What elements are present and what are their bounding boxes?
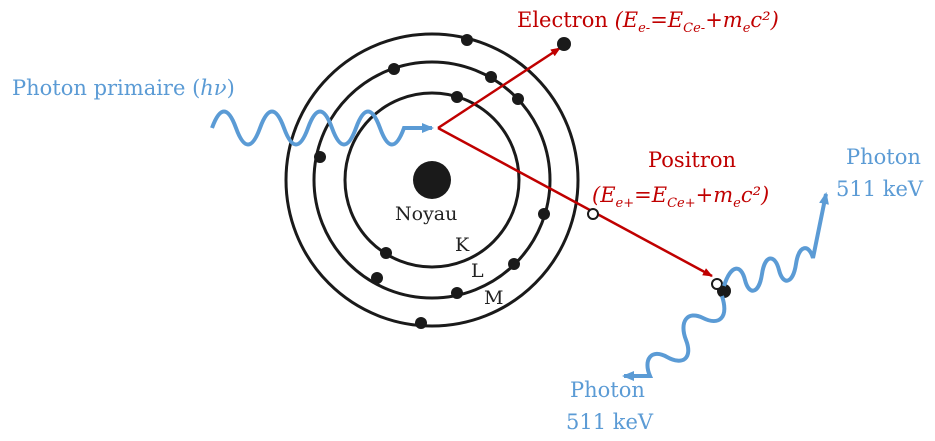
primary-photon-energy: hν [200,76,227,100]
shell-m-orbit [284,32,580,328]
positron-marker [587,208,599,220]
electron-plus: +m [705,8,743,32]
electron-label: Electron (Ee-=ECe-+mec²) [517,8,779,36]
shell-k-orbit [343,91,521,269]
electron-sub3: e [742,21,751,37]
electron-formula: (E [614,8,639,32]
electron-dot [508,258,520,270]
electron-dot [512,93,524,105]
electron-c2: c²) [750,8,779,32]
primary-photon-prefix: Photon primaire ( [12,76,201,100]
electron-dot [371,272,383,284]
positron-sub1: e+ [615,196,635,212]
positron-sub3: e [733,196,741,212]
shell-l-orbit [312,60,552,300]
electron-word: Electron [517,8,608,32]
nucleus-label: Noyau [395,203,458,225]
electron-dot [451,287,463,299]
electron-dot [485,71,497,83]
electron-dot [380,247,392,259]
annihilation-photon-lower-wave [622,295,727,381]
photon-bottom-label-2: 511 keV [566,410,654,434]
primary-photon-wave [210,109,434,147]
positron-c2: c²) [740,183,770,207]
electron-dot [415,317,427,329]
shell-k-label: K [455,234,470,256]
primary-photon-suffix: ) [226,76,235,100]
photon-bottom-label-1: Photon [570,378,645,402]
electron-dot [538,208,550,220]
electron-dot [461,34,473,46]
positron-label: Positron [648,148,737,172]
electron-dot [451,91,463,103]
photon-right-label-2: 511 keV [836,177,924,201]
electron-dot [388,63,400,75]
positron-plus: +m [695,183,734,207]
electron-track [437,46,561,130]
shell-l-label: L [471,260,484,282]
positron-track [437,126,713,278]
electron-sub1: e- [638,21,651,37]
electron-sub2: Ce- [683,21,706,37]
primary-photon-label: Photon primaire (hν) [12,76,235,100]
annihilation-photon-upper-wave [722,192,829,293]
nucleus [413,161,451,199]
emitted-electron [557,37,571,51]
electron-dot [314,151,326,163]
positron-formula-label: (Ee+=ECe++mec²) [592,183,769,211]
positron-formula: (E [592,183,616,207]
photon-right-label-1: Photon [846,145,921,169]
electron-eq: =E [650,8,684,32]
annihilation-positron [711,278,723,290]
shell-m-label: M [484,287,504,309]
positron-sub2: Ce+ [667,196,696,212]
positron-eq: =E [634,183,668,207]
